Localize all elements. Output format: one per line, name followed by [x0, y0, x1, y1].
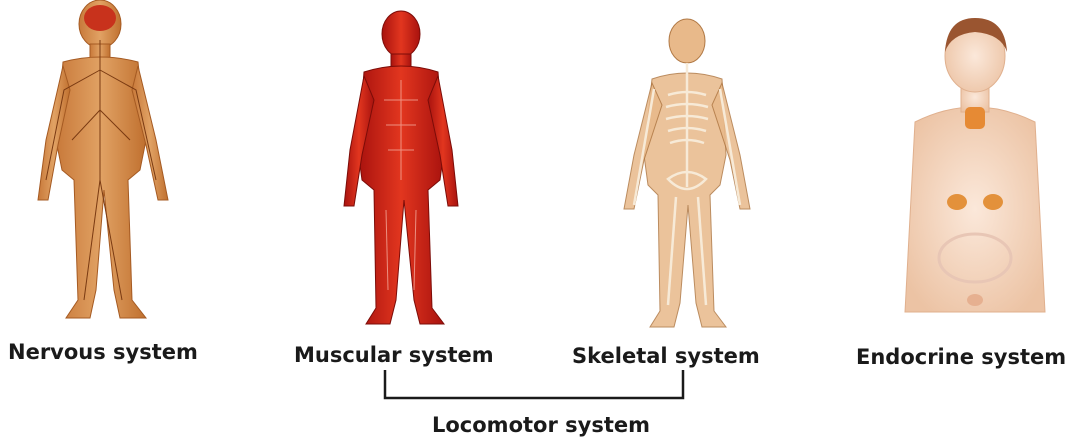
muscular-system-label: Muscular system — [294, 343, 494, 367]
locomotor-bracket — [380, 370, 690, 404]
nervous-system-label: Nervous system — [8, 340, 198, 364]
locomotor-system-label: Locomotor system — [432, 413, 650, 437]
endocrine-system-figure-icon — [895, 12, 1055, 314]
muscular-system-figure-icon — [336, 10, 466, 330]
endocrine-system-label: Endocrine system — [856, 345, 1066, 369]
skeletal-system-label: Skeletal system — [572, 344, 760, 368]
skeletal-system-figure-icon — [612, 15, 762, 333]
nervous-system-figure-icon — [28, 0, 198, 330]
